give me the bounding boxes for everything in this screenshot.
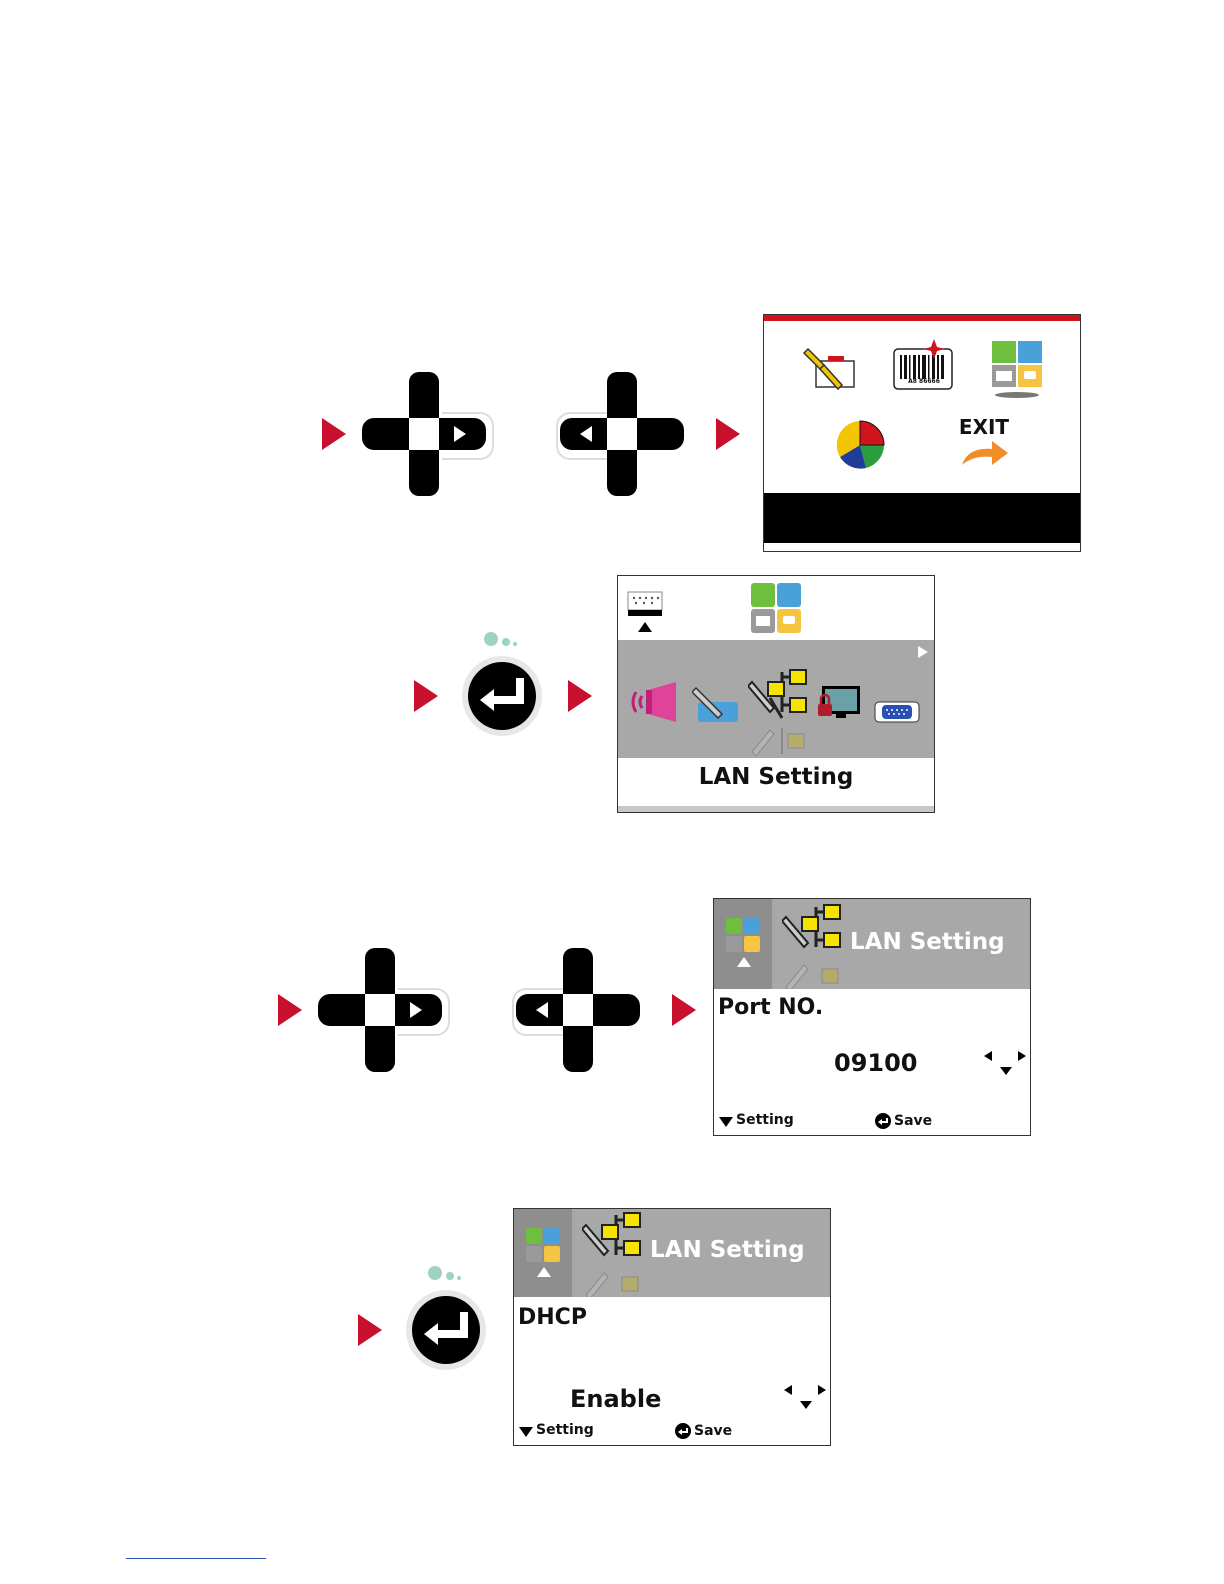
footer-setting-label: Setting <box>736 1112 794 1128</box>
value-left-icon[interactable] <box>784 1385 792 1395</box>
interface-icon[interactable] <box>990 339 1046 399</box>
lan-setting-icon <box>582 1211 644 1297</box>
screen-bottom-bar <box>618 806 934 812</box>
left-arrow-icon <box>536 1002 548 1018</box>
icon-carousel <box>618 640 934 758</box>
value-down-icon[interactable] <box>800 1401 812 1409</box>
dpad-right-press[interactable] <box>362 372 494 496</box>
lan-setting-icon[interactable] <box>748 668 810 756</box>
footnote-rule <box>126 1558 266 1559</box>
left-arrow-icon <box>580 426 592 442</box>
field-value[interactable]: Enable <box>570 1385 661 1413</box>
enter-button[interactable] <box>462 656 542 736</box>
step-arrow <box>568 680 592 712</box>
lock-monitor-icon[interactable] <box>816 684 862 724</box>
enter-arrow-icon <box>412 1296 480 1364</box>
enter-button[interactable] <box>406 1290 486 1370</box>
serial-port-icon[interactable] <box>874 700 920 724</box>
step-arrow <box>278 994 302 1026</box>
right-arrow-icon <box>410 1002 422 1018</box>
value-left-icon[interactable] <box>984 1051 992 1061</box>
field-value[interactable]: 09100 <box>834 1049 918 1077</box>
press-indicator-icon <box>482 630 522 648</box>
submenu-title: LAN Setting <box>618 764 934 790</box>
field-label: DHCP <box>518 1305 587 1330</box>
header-title: LAN Setting <box>650 1237 805 1263</box>
header-title: LAN Setting <box>850 929 1005 955</box>
footer-setting-label: Setting <box>536 1422 594 1438</box>
field-label: Port NO. <box>718 995 823 1020</box>
step-arrow <box>414 680 438 712</box>
dpad-right-press[interactable] <box>318 948 450 1072</box>
interface-submenu-screen: LAN Setting <box>617 575 935 813</box>
dpad-left-press[interactable] <box>516 948 648 1072</box>
value-right-icon[interactable] <box>1018 1051 1026 1061</box>
step-arrow <box>358 1314 382 1346</box>
footer-down-icon <box>719 1117 733 1127</box>
screen-status-bar <box>764 493 1080 543</box>
exit-label[interactable]: EXIT <box>956 415 1012 439</box>
value-right-icon[interactable] <box>818 1385 826 1395</box>
interface-icon <box>525 1227 561 1263</box>
step-arrow <box>322 418 346 450</box>
pie-chart-icon[interactable] <box>836 419 890 469</box>
exit-arrow-icon <box>960 439 1010 467</box>
media-icon[interactable] <box>626 590 664 636</box>
right-arrow-icon <box>454 426 466 442</box>
setting-header: LAN Setting <box>714 899 1030 989</box>
port-setting-screen: LAN Setting Port NO. 09100 Setting Save <box>713 898 1031 1136</box>
value-down-icon[interactable] <box>1000 1067 1012 1075</box>
screen-top-bar <box>764 315 1080 321</box>
step-arrow <box>672 994 696 1026</box>
setup-tool-icon[interactable] <box>692 684 740 724</box>
interface-icon <box>725 917 761 953</box>
up-arrow-icon <box>537 1267 551 1277</box>
press-indicator-icon <box>426 1264 466 1282</box>
interface-icon[interactable] <box>750 582 802 634</box>
lan-setting-icon <box>782 903 844 989</box>
scroll-right-icon[interactable] <box>918 646 928 658</box>
footer-down-icon <box>519 1427 533 1437</box>
barcode-number: A8 86666 <box>904 378 944 385</box>
up-arrow-icon <box>737 957 751 967</box>
footer-save-label: Save <box>894 1113 932 1129</box>
wrench-setup-icon[interactable] <box>802 343 858 393</box>
enter-icon <box>875 1113 891 1129</box>
dpad-left-press[interactable] <box>560 372 692 496</box>
enter-icon <box>675 1423 691 1439</box>
setting-header: LAN Setting <box>514 1209 830 1297</box>
buzzer-icon[interactable] <box>630 680 680 724</box>
enter-arrow-icon <box>468 662 536 730</box>
main-menu-screen: A8 86666 EXIT <box>763 314 1081 552</box>
footer-save-label: Save <box>694 1423 732 1439</box>
step-arrow <box>716 418 740 450</box>
dhcp-setting-screen: LAN Setting DHCP Enable Setting Save <box>513 1208 831 1446</box>
